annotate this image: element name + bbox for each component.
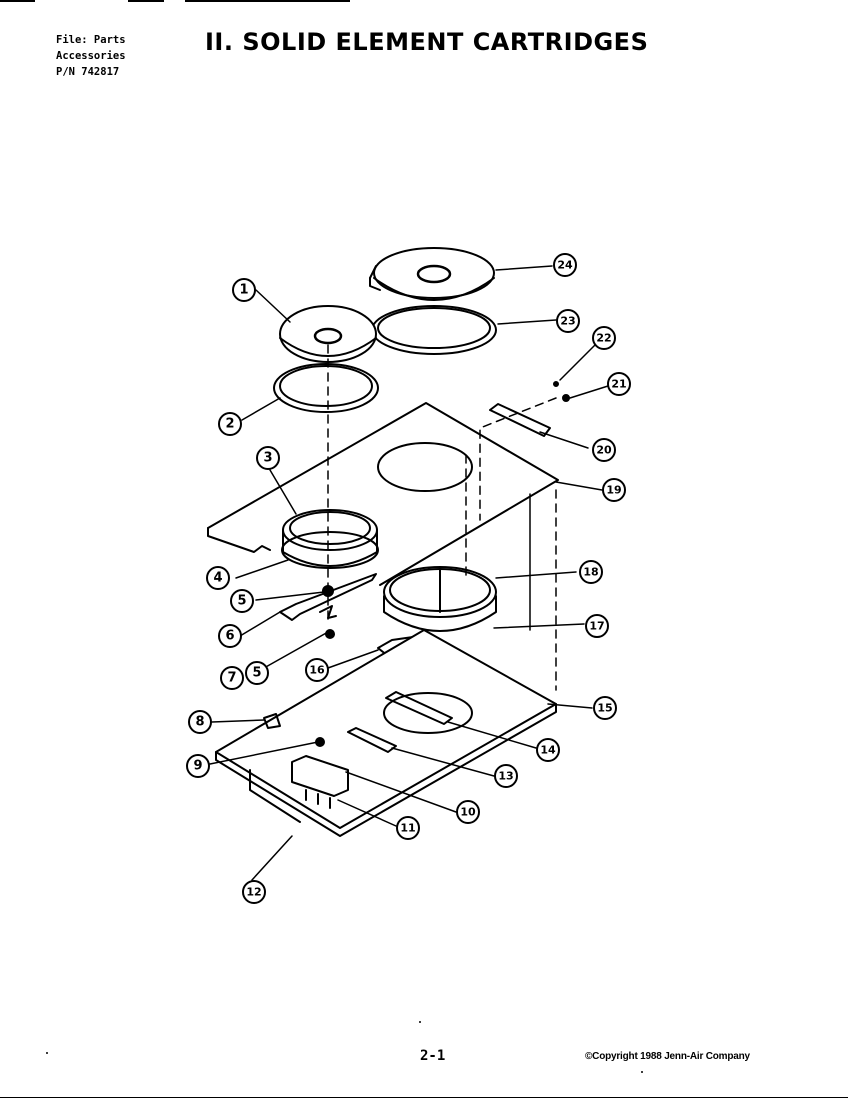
callout-10: 10	[460, 806, 476, 819]
speck-2	[46, 1052, 48, 1054]
file-info: File: Parts Accessories P/N 742817	[56, 32, 126, 80]
part-10-terminal-block	[291, 755, 349, 809]
callout-19: 19	[606, 484, 621, 497]
part-21-screw	[562, 394, 570, 402]
part-15-base-tray	[215, 629, 557, 837]
callout-11: 11	[400, 822, 415, 835]
callout-2: 2	[225, 417, 234, 432]
assembly-lines	[327, 344, 557, 691]
callout-13: 13	[498, 770, 513, 783]
copyright-notice: ©Copyright 1988 Jenn-Air Company	[585, 1051, 750, 1062]
callout-4: 4	[213, 571, 222, 586]
part-5-nut-lower	[325, 629, 335, 639]
part-3-ring-assembly	[281, 509, 379, 569]
callout-1: 1	[239, 283, 248, 298]
callout-6: 6	[225, 629, 234, 644]
callout-5a: 5	[237, 594, 246, 609]
callout-24: 24	[557, 259, 573, 272]
part-19-top-plate	[207, 402, 559, 631]
part-7-clip	[319, 605, 337, 619]
part-8-clip	[263, 713, 281, 729]
part-24-large-cover	[369, 247, 495, 301]
callout-16: 16	[309, 664, 325, 677]
file-line-1: File: Parts	[56, 34, 126, 46]
part-1-small-cover	[279, 305, 377, 363]
callout-22: 22	[596, 332, 611, 345]
top-rule-2	[128, 0, 164, 2]
part-6-bracket	[279, 573, 377, 621]
part-18-large-ring-assembly	[383, 566, 497, 632]
part-14-bracket	[385, 691, 453, 725]
page-number: 2-1	[420, 1048, 446, 1064]
callout-circles	[186, 253, 631, 904]
part-22-screw	[553, 381, 559, 387]
top-rule-1	[0, 0, 35, 2]
callout-3: 3	[263, 451, 272, 466]
file-line-3: P/N 742817	[56, 66, 120, 78]
page-title: II. SOLID ELEMENT CARTRIDGES	[205, 28, 649, 56]
part-13-plate	[347, 727, 397, 753]
bottom-rule	[0, 1097, 848, 1098]
part-2-small-ring	[273, 363, 379, 413]
callout-7: 7	[227, 671, 236, 686]
leader-lines	[209, 265, 609, 881]
callout-18: 18	[583, 566, 598, 579]
callout-8: 8	[195, 715, 204, 730]
callout-14: 14	[540, 744, 556, 757]
speck-3	[641, 1071, 643, 1073]
callout-12: 12	[246, 886, 261, 899]
callout-15: 15	[597, 702, 612, 715]
callout-9: 9	[193, 759, 202, 774]
top-rule-3	[185, 0, 350, 2]
callout-20: 20	[596, 444, 612, 457]
part-20-bracket	[489, 403, 551, 437]
callout-17: 17	[589, 620, 604, 633]
callout-5b: 5	[252, 666, 261, 681]
speck-1	[419, 1021, 421, 1023]
part-23-large-ring	[371, 305, 497, 355]
callout-21: 21	[611, 378, 626, 391]
callout-23: 23	[560, 315, 575, 328]
file-line-2: Accessories	[56, 50, 126, 62]
